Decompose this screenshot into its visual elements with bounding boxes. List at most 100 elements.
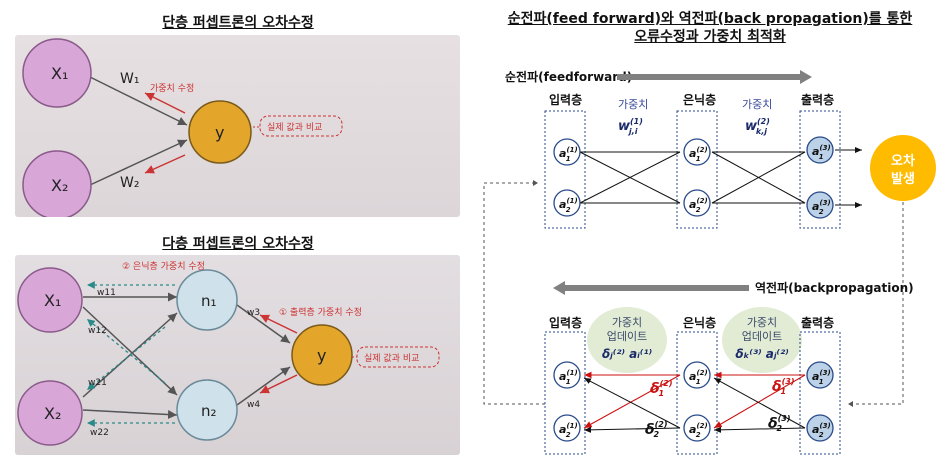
n1-label: n₁ bbox=[201, 292, 217, 310]
mx1-label: X₁ bbox=[44, 291, 61, 310]
fwd-weight2-label: 가중치 bbox=[742, 98, 772, 111]
fwd-hidden-layer: 은닉층 bbox=[683, 92, 716, 107]
bwd-node-a3-2: a(3)2 bbox=[806, 414, 834, 442]
x2-label: X₂ bbox=[51, 176, 68, 195]
my-label: y bbox=[317, 346, 326, 365]
backward-arrow-head bbox=[553, 281, 565, 295]
fwd-node-a2-2: a(2)2 bbox=[683, 189, 711, 217]
svg-text:a(2)1: a(2)1 bbox=[689, 146, 708, 163]
delta-3-2: δ(3)2 bbox=[768, 414, 791, 433]
svg-text:a(1)2: a(1)2 bbox=[559, 422, 578, 439]
w3-label: w3 bbox=[247, 308, 260, 318]
bwd-input-layer: 입력층 bbox=[549, 315, 582, 330]
x2-node bbox=[22, 150, 92, 217]
fwd-output-box bbox=[799, 110, 841, 229]
update2-formula: δₖ⁽³⁾ aⱼ⁽²⁾ bbox=[735, 347, 788, 361]
forward-arrow-head bbox=[800, 70, 812, 84]
bwd-node-a2-1: a(2)1 bbox=[683, 361, 711, 389]
y-node bbox=[188, 100, 252, 164]
fwd-hidden-box bbox=[676, 110, 718, 229]
svg-text:a(2)2: a(2)2 bbox=[689, 197, 708, 214]
error-to-backprop-line bbox=[848, 202, 904, 407]
compare-label: 실제 값과 비교 bbox=[267, 121, 322, 133]
svg-text:a(3)1: a(3)1 bbox=[812, 369, 831, 386]
w1-symbol: w(1)j,i bbox=[618, 117, 643, 136]
n1-node bbox=[176, 269, 238, 331]
update1-line2: 업데이트 bbox=[607, 330, 647, 343]
w11-label: w11 bbox=[97, 288, 116, 298]
n2-node bbox=[176, 379, 238, 441]
fwd-node-a1-2: a(1)2 bbox=[553, 189, 581, 217]
update2-line2: 업데이트 bbox=[742, 330, 782, 343]
w2-label: W₂ bbox=[120, 175, 139, 191]
backward-label: 역전파(backpropagation) bbox=[755, 280, 914, 295]
error-line1: 오차 bbox=[891, 153, 915, 169]
bwd-output-layer: 출력층 bbox=[801, 315, 834, 330]
right-diagram-title: 순전파(feed forward)와 역전파(back propagation)… bbox=[475, 10, 945, 46]
multi-layer-title: 다층 퍼셉트론의 오차수정 bbox=[162, 236, 314, 252]
bwd-node-a1-1: a(1)1 bbox=[553, 361, 581, 389]
svg-text:a(3)2: a(3)2 bbox=[812, 422, 831, 439]
fwd-node-a2-1: a(2)1 bbox=[683, 138, 711, 166]
update2-line1: 가중치 bbox=[747, 316, 777, 329]
fwd-node-a3-1: a(3)1 bbox=[806, 136, 834, 164]
delta-2-2: δ(2)2 bbox=[645, 420, 668, 439]
compare-box bbox=[259, 115, 343, 137]
svg-text:a(3)2: a(3)2 bbox=[812, 199, 831, 216]
bwd-output-box bbox=[799, 331, 841, 455]
fwd-input-layer: 입력층 bbox=[549, 92, 582, 107]
my-node bbox=[291, 324, 353, 386]
w21-label: w21 bbox=[88, 378, 107, 388]
right-title-line2: 오류수정과 가중치 최적화 bbox=[634, 29, 786, 45]
n2-label: n₂ bbox=[201, 402, 217, 420]
w22-label: w22 bbox=[90, 428, 109, 438]
w12-label: w12 bbox=[88, 326, 107, 336]
bwd-node-a3-1: a(3)1 bbox=[806, 361, 834, 389]
bwd-node-a2-2: a(2)2 bbox=[683, 414, 711, 442]
svg-text:a(1)2: a(1)2 bbox=[559, 197, 578, 214]
fwd-weight1-label: 가중치 bbox=[618, 98, 648, 111]
delta-2-1: δ(2)1 bbox=[650, 379, 673, 398]
hidden-fix-label: ② 은닉층 가중치 수정 bbox=[122, 260, 205, 272]
svg-text:a(1)1: a(1)1 bbox=[559, 369, 578, 386]
w4-label: w4 bbox=[247, 400, 260, 410]
weight-fix-label: 가중치 수정 bbox=[150, 82, 194, 94]
backward-arrow-bar bbox=[564, 285, 749, 291]
x1-label: X₁ bbox=[51, 64, 68, 83]
w2-symbol: w(2)k,j bbox=[745, 117, 770, 136]
forward-label: 순전파(feedforward) bbox=[505, 69, 632, 84]
fwd-node-a1-1: a(1)1 bbox=[553, 138, 581, 166]
mx2-node bbox=[17, 380, 83, 446]
single-layer-title: 단층 퍼셉트론의 오차수정 bbox=[162, 15, 314, 31]
svg-text:a(1)1: a(1)1 bbox=[559, 146, 578, 163]
fwd-node-a3-2: a(3)2 bbox=[806, 191, 834, 219]
single-perceptron-sketch: X₁ X₂ W₁ W₂ y 가중치 수정 실제 값과 비교 bbox=[15, 35, 460, 217]
bwd-hidden-layer: 은닉층 bbox=[683, 315, 716, 330]
bwd-hidden-box bbox=[676, 331, 718, 455]
y-label: y bbox=[215, 123, 224, 142]
bwd-input-box bbox=[544, 331, 586, 455]
bwd-node-a1-2: a(1)2 bbox=[553, 414, 581, 442]
update-bubble-1 bbox=[587, 307, 667, 373]
output-fix-label: ① 출력층 가중치 수정 bbox=[279, 306, 362, 318]
multi-compare-label: 실제 값과 비교 bbox=[364, 352, 419, 364]
mx2-label: X₂ bbox=[44, 404, 61, 423]
error-circle bbox=[870, 135, 936, 201]
svg-text:a(2)1: a(2)1 bbox=[689, 369, 708, 386]
mx1-node bbox=[17, 267, 83, 333]
update-bubble-2 bbox=[722, 307, 802, 373]
w1-label: W₁ bbox=[120, 71, 139, 87]
backprop-to-forward-line bbox=[483, 180, 545, 405]
forward-arrow-bar bbox=[617, 74, 802, 80]
fwd-output-layer: 출력층 bbox=[801, 92, 834, 107]
svg-text:a(2)2: a(2)2 bbox=[689, 422, 708, 439]
multi-perceptron-sketch: X₁ X₂ n₁ n₂ y w11 w12 w21 w22 w3 w4 ② 은닉… bbox=[15, 255, 460, 455]
update1-formula: δⱼ⁽²⁾ aᵢ⁽¹⁾ bbox=[602, 347, 652, 361]
x1-node bbox=[22, 38, 92, 108]
delta-3-1: δ(3)1 bbox=[772, 377, 795, 396]
fwd-input-box bbox=[544, 110, 586, 229]
right-title-line1: 순전파(feed forward)와 역전파(back propagation)… bbox=[507, 11, 913, 27]
error-line2: 발생 bbox=[891, 171, 915, 187]
update1-line1: 가중치 bbox=[612, 316, 642, 329]
svg-text:a(3)1: a(3)1 bbox=[812, 144, 831, 161]
